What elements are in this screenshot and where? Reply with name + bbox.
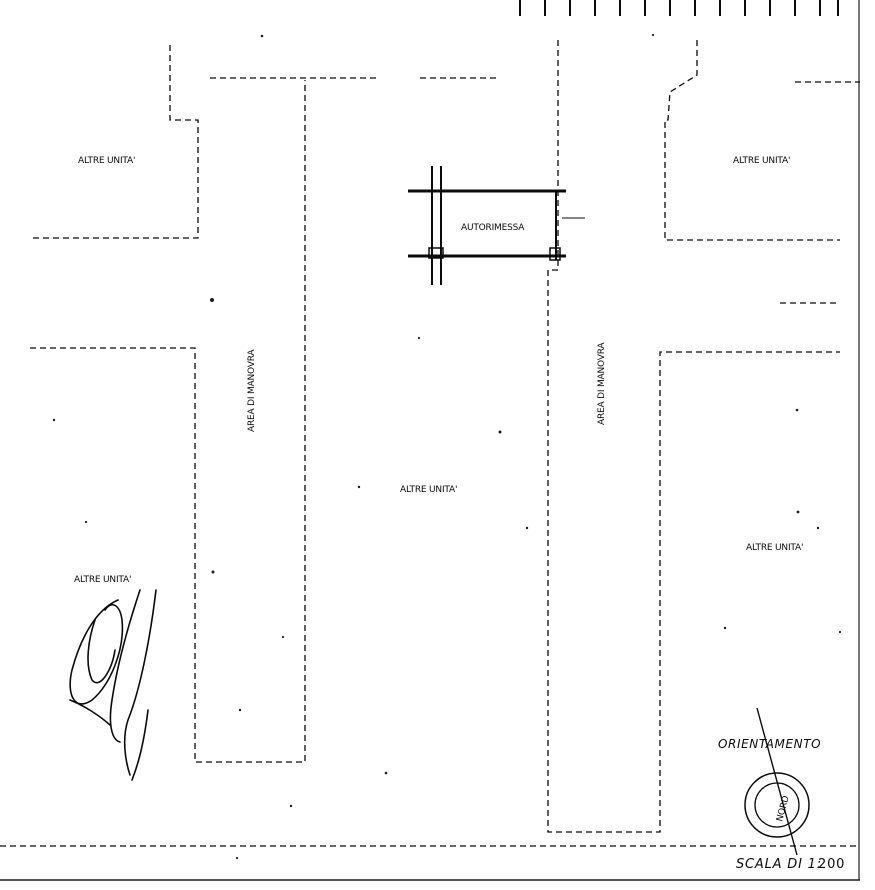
label-altre-unita-top-left: ALTRE UNITA' <box>78 156 135 166</box>
handwritten-signature <box>69 589 157 781</box>
scan-speckles <box>52 33 842 860</box>
scale-group: SCALA DI 1: 200 <box>736 857 845 872</box>
top-ruler-ticks <box>519 0 839 16</box>
label-altre-unita-bottom-left: ALTRE UNITA' <box>74 575 131 585</box>
scale-prefix: SCALA DI 1: <box>736 857 822 872</box>
compass-group: ORIENTAMENTO NORD <box>718 707 821 856</box>
label-altre-unita-top-right: ALTRE UNITA' <box>733 156 790 166</box>
dashed-outlines <box>0 40 860 847</box>
compass-label: NORD <box>775 795 792 823</box>
label-area-manovra-right: AREA DI MANOVRA <box>597 342 607 425</box>
compass-outer-ring <box>744 772 810 838</box>
autorimessa-box <box>408 166 585 285</box>
scale-value: 200 <box>818 857 845 872</box>
label-altre-unita-center: ALTRE UNITA' <box>400 485 457 495</box>
north-arrow-icon <box>756 707 798 856</box>
label-autorimessa: AUTORIMESSA <box>461 223 525 233</box>
orientation-title: ORIENTAMENTO <box>718 737 821 751</box>
label-area-manovra-left: AREA DI MANOVRA <box>247 349 257 432</box>
label-altre-unita-mid-right: ALTRE UNITA' <box>746 543 803 553</box>
